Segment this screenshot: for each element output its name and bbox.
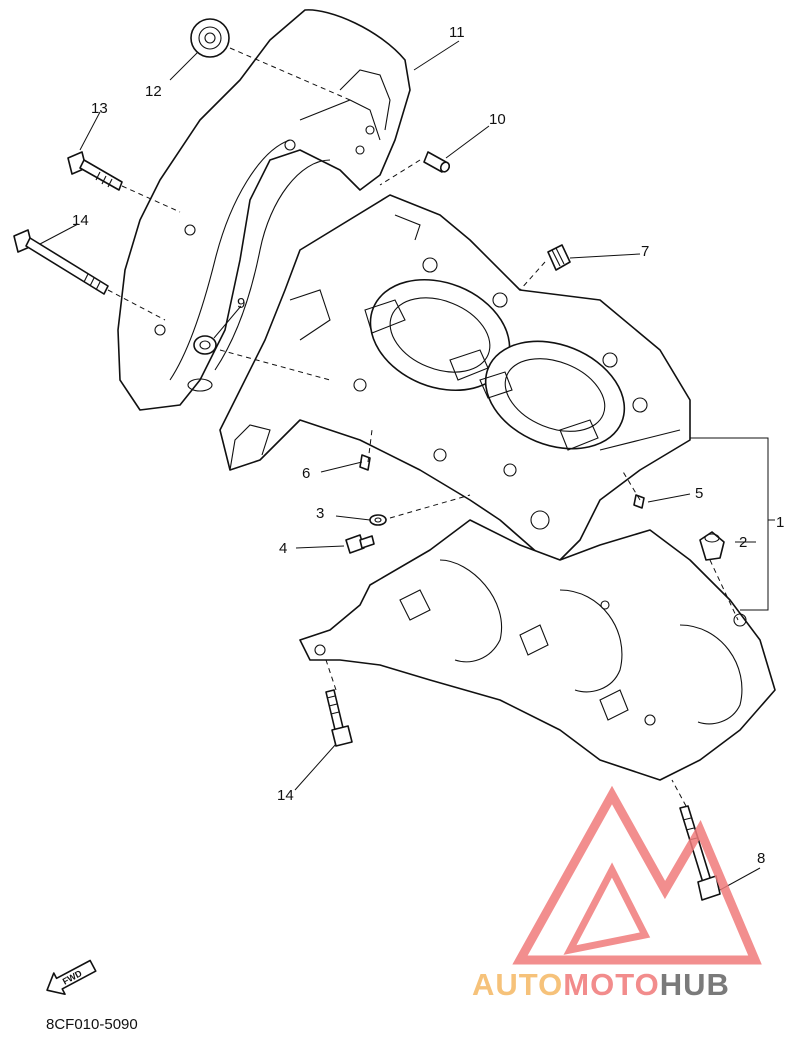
crankcase-cover [117, 9, 411, 411]
callout-10: 10 [489, 111, 506, 128]
plug [547, 244, 571, 271]
alignment-lines [107, 47, 739, 807]
callout-4: 4 [279, 540, 287, 557]
callout-2: 2 [739, 534, 747, 551]
callout-14-lower: 14 [277, 787, 294, 804]
damper-collar [699, 531, 725, 561]
fwd-arrow-icon: FWD [46, 959, 97, 996]
callout-7: 7 [641, 243, 649, 260]
watermark: AUTOMOTOHUB [472, 785, 762, 1002]
pin-small [633, 494, 645, 509]
diagram-code: 8CF010-5090 [46, 1016, 138, 1033]
oil-seal [190, 18, 230, 58]
callout-14-upper: 14 [72, 212, 89, 229]
upper-crankcase [219, 194, 691, 561]
callout-8: 8 [757, 850, 765, 867]
pin [359, 454, 371, 471]
washer [369, 514, 387, 526]
callout-1: 1 [776, 514, 784, 531]
callout-5: 5 [695, 485, 703, 502]
short-bolt [345, 534, 375, 554]
callout-13: 13 [91, 100, 108, 117]
long-bolt-upper [13, 229, 109, 295]
watermark-text: AUTOMOTOHUB [472, 967, 730, 1002]
watermark-moto: MOTO [563, 967, 659, 1002]
watermark-triangle-icon [512, 785, 762, 965]
dowel-pin [423, 151, 451, 173]
callout-3: 3 [316, 505, 324, 522]
callout-12: 12 [145, 83, 162, 100]
callouts: 1 2 3 4 5 6 7 8 9 10 11 12 13 14 14 [72, 24, 784, 867]
callout-11: 11 [449, 24, 465, 41]
lower-crankcase [299, 519, 776, 781]
stud-bolt [679, 805, 721, 901]
callout-9: 9 [237, 295, 245, 312]
watermark-auto: AUTO [472, 967, 563, 1002]
long-bolt-lower [325, 689, 353, 747]
callout-6: 6 [302, 465, 310, 482]
watermark-hub: HUB [660, 967, 730, 1002]
collar [193, 335, 217, 355]
bolt-13 [67, 151, 123, 191]
